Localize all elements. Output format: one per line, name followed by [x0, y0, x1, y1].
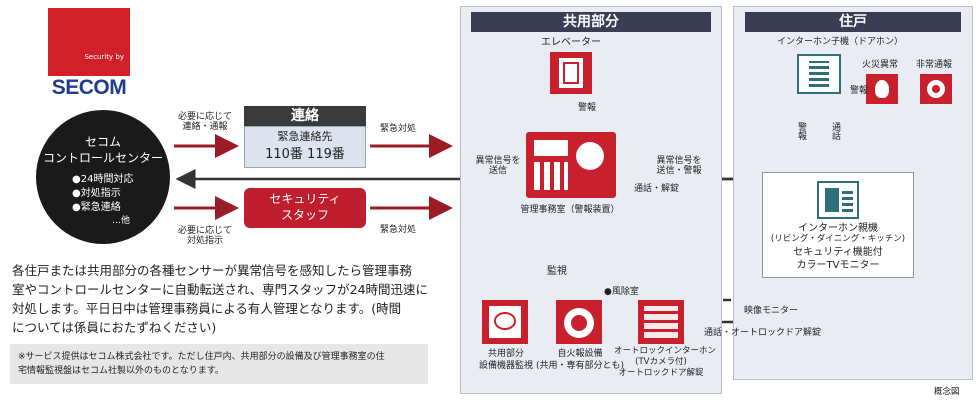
emergency-call-icon [920, 74, 952, 104]
label-call-unlock: 通話・解錠 [634, 184, 680, 194]
contact-line-2: 110番 119番 [265, 147, 345, 162]
autolock-intercom-icon [638, 300, 684, 344]
label-alarm-home: 警報 [850, 86, 869, 96]
equipment-label-1: 共用部分 [487, 349, 524, 359]
control-center: セコム コントロールセンター ●24時間対応 ●対処指示 ●緊急連絡 …他 [36, 110, 170, 244]
label-wind-room: ●風除室 [604, 287, 639, 297]
master-line-2: (リビング・ダイニング・キッチン) [770, 234, 906, 244]
contact-heading: 連絡 [244, 106, 366, 126]
description-line-3: 対処します。平日日中は管理事務員による有人管理となります。(時間 [12, 301, 402, 316]
emergency-label: 非常通報 [915, 60, 952, 70]
fire-alarm-icon [866, 74, 898, 104]
master-intercom-icon [817, 181, 859, 219]
fire-alarm-label: 火災異常 [861, 60, 898, 70]
common-area-heading: 共用部分 [471, 12, 711, 32]
label-emergency-action-1: 緊急対処 [380, 124, 417, 134]
fire-facility-icon [556, 300, 602, 344]
label-contact-request: 必要に応じて 連絡・通報 [177, 112, 232, 133]
label-alarm-elevator: 警報 [578, 103, 597, 113]
cc-item-2: ●対処指示 [72, 188, 121, 199]
fire-facility-label-1: 自火報設備 [557, 349, 603, 359]
office-label: 管理事務室（警報装置） [520, 205, 620, 215]
residence-heading: 住戸 [745, 12, 961, 32]
label-emergency-action-2: 緊急対処 [380, 225, 417, 235]
equipment-label-2: 設備機器監視 [478, 361, 533, 371]
intercom-label-2: (TVカメラ付) [635, 357, 687, 367]
cc-title-1: セコム [84, 135, 121, 149]
description-line-2: 室やコントロールセンターに自動転送され、専門スタッフが24時間迅速に [12, 282, 429, 297]
arrow-video-monitor [684, 275, 834, 302]
logo-brand: SECOM [51, 76, 127, 99]
label-call-vertical: 通話 [832, 123, 842, 143]
elevator-icon [550, 52, 592, 94]
office-alarm-icon [526, 132, 616, 198]
concept-label: 概念図 [934, 387, 960, 397]
secom-logo: Security by SECOM [48, 8, 130, 100]
master-line-3: セキュリティ機能付 [793, 247, 883, 258]
label-abnormal-right: 異常信号を 送信・警報 [656, 156, 702, 177]
cc-item-1: ●24時間対応 [72, 174, 134, 185]
contact-line-1: 緊急連絡先 [277, 130, 333, 143]
master-intercom-box: インターホン親機 (リビング・ダイニング・キッチン) セキュリティ機能付 カラー… [762, 172, 914, 278]
note-line-1: ※サービス提供はセコム株式会社です。ただし住戸内、共用部分の設備及び管理事務室の… [18, 352, 385, 362]
label-monitoring: 監視 [547, 266, 567, 277]
label-abnormal-left: 異常信号を 送信 [475, 156, 521, 177]
label-alarm-home-vertical: 警報 [798, 123, 808, 143]
staff-line-1: セキュリティ [269, 192, 341, 206]
logo-red-block [48, 8, 130, 76]
note-line-2: 宅情報監視盤はセコム社製以外のものとなります。 [18, 366, 224, 376]
cc-etc: …他 [112, 216, 131, 226]
security-staff: セキュリティ スタッフ [244, 188, 366, 228]
label-dispatch-request: 必要に応じて 対処指示 [177, 226, 232, 247]
intercom-label-1: オートロックインターホン [614, 346, 717, 356]
cc-title-2: コントロールセンター [42, 151, 163, 165]
label-video-monitor: 映像モニター [744, 306, 799, 316]
description-line-4: については係員におたずねください) [12, 320, 217, 335]
elevator-label: エレベーター [541, 37, 601, 48]
equipment-monitor-icon [482, 300, 528, 344]
staff-line-2: スタッフ [280, 208, 329, 222]
intercom-label-3: オートロックドア解錠 [618, 368, 704, 378]
note-box: ※サービス提供はセコム株式会社です。ただし住戸内、共用部分の設備及び管理事務室の… [10, 344, 428, 384]
description-line-1: 各住戸または共用部分の各種センサーが異常信号を感知したら管理事務 [12, 263, 413, 278]
cc-item-3: ●緊急連絡 [72, 202, 121, 213]
logo-security-by: Security by [84, 53, 124, 61]
contact-box: 緊急連絡先 110番 119番 [244, 126, 366, 168]
label-call-autolock: 通話・オートロックドア解錠 [704, 328, 822, 338]
master-line-1: インターホン親機 [798, 223, 878, 234]
door-phone-icon [797, 54, 841, 94]
door-phone-label: インターホン子機（ドアホン） [776, 37, 903, 47]
master-line-4: カラーTVモニター [796, 260, 880, 271]
fire-facility-label-2: (共用・専有部分とも) [535, 361, 625, 371]
